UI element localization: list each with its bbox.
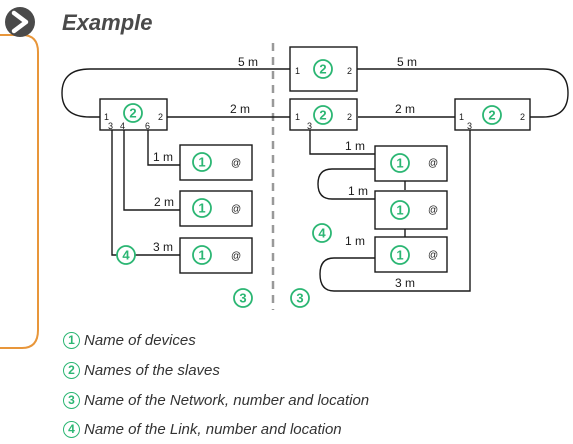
port-label: 3 <box>467 121 472 131</box>
port-label: 3 <box>108 121 113 131</box>
device-box-e[interactable] <box>374 190 448 230</box>
slave-number-badge: 2 <box>123 103 143 123</box>
cable-label-loop: 3 m <box>395 276 415 290</box>
port-label: 2 <box>347 112 352 122</box>
slave-number-badge-label: 2 <box>129 106 136 121</box>
legend-number-badge: 3 <box>63 391 80 409</box>
slave-number-badge: 2 <box>313 105 333 125</box>
legend-number-badge: 4 <box>63 420 80 438</box>
port-label: 6 <box>145 121 150 131</box>
cable-label-mid-left: 2 m <box>230 102 250 116</box>
link-number-badge: 4 <box>116 245 136 265</box>
device-number-badge: 1 <box>390 245 410 265</box>
branch-cable-h <box>319 130 471 292</box>
device-box-c[interactable] <box>179 237 253 274</box>
top-ring-cable <box>61 68 290 118</box>
slave-number-badge: 2 <box>313 59 333 79</box>
cable-label-f: 1 m <box>345 234 365 248</box>
device-number-badge-label: 1 <box>396 156 403 171</box>
link-number-badge: 4 <box>312 223 332 243</box>
top-ring-cable-right <box>357 68 569 118</box>
at-sign: @ <box>231 251 241 262</box>
link-number-badge-label: 4 <box>318 226 326 241</box>
at-sign: @ <box>428 158 438 169</box>
cable-label-d: 1 m <box>345 139 365 153</box>
device-number-badge-label: 1 <box>198 155 205 170</box>
port-label: 1 <box>295 112 300 122</box>
legend-item: 4 Name of the Link, number and location <box>63 418 342 440</box>
device-box-f[interactable] <box>374 236 448 273</box>
legend-item: 1 Name of devices <box>63 329 196 351</box>
network-number-badge-label: 3 <box>239 291 246 306</box>
port-label: 2 <box>347 66 352 76</box>
branch-cable-d <box>309 130 375 155</box>
port-label: 1 <box>295 66 300 76</box>
legend-text: Name of the Link, number and location <box>84 420 342 438</box>
cable-label-top-right: 5 m <box>397 55 417 69</box>
branch-cable-e <box>317 168 375 200</box>
at-sign: @ <box>428 205 438 216</box>
port-label: 1 <box>104 112 109 122</box>
device-number-badge: 1 <box>192 245 212 265</box>
legend-text: Name of the Network, number and location <box>84 391 370 409</box>
header-title: Example <box>62 10 153 35</box>
cable-label-c: 3 m <box>153 240 173 254</box>
branch-cable-b <box>123 130 180 211</box>
network-number-badge: 3 <box>233 288 253 308</box>
slave-number-badge: 2 <box>482 105 502 125</box>
device-number-badge: 1 <box>192 198 212 218</box>
cable-label-b: 2 m <box>154 195 174 209</box>
branch-cable-c <box>111 130 180 256</box>
port-label: 2 <box>158 112 163 122</box>
link-number-badge-label: 4 <box>122 248 130 263</box>
device-box-d[interactable] <box>374 145 448 182</box>
sidebar-bracket <box>0 34 39 349</box>
slave-number-badge-label: 2 <box>319 62 326 77</box>
device-number-badge: 1 <box>192 152 212 172</box>
slave-number-badge-label: 2 <box>319 108 326 123</box>
device-box-a[interactable] <box>179 144 253 181</box>
legend-number-badge: 1 <box>63 331 80 349</box>
legend-item: 3 Name of the Network, number and locati… <box>63 389 369 411</box>
device-number-badge-label: 1 <box>198 248 205 263</box>
network-number-badge-label: 3 <box>296 291 303 306</box>
legend-number-badge: 2 <box>63 361 80 379</box>
at-sign: @ <box>428 250 438 261</box>
legend-text: Name of devices <box>84 331 196 349</box>
at-sign: @ <box>231 158 241 169</box>
port-label: 3 <box>307 121 312 131</box>
legend-item: 2 Names of the slaves <box>63 359 220 381</box>
port-label: 4 <box>120 121 125 131</box>
port-label: 2 <box>520 112 525 122</box>
cable-label-e: 1 m <box>348 184 368 198</box>
port-label: 1 <box>459 112 464 122</box>
device-number-badge-label: 1 <box>198 201 205 216</box>
device-box-b[interactable] <box>179 190 253 227</box>
cable-label-top-left: 5 m <box>238 55 258 69</box>
network-number-badge: 3 <box>290 288 310 308</box>
device-number-badge: 1 <box>390 200 410 220</box>
device-number-badge-label: 1 <box>396 203 403 218</box>
device-number-badge: 1 <box>390 153 410 173</box>
device-number-badge-label: 1 <box>396 248 403 263</box>
slave-number-badge-label: 2 <box>488 108 495 123</box>
cable-label-a: 1 m <box>153 150 173 164</box>
legend-text: Names of the slaves <box>84 361 220 379</box>
chevron-right-circle-icon <box>5 7 35 37</box>
cable-label-mid-right: 2 m <box>395 102 415 116</box>
branch-cable-a <box>147 130 180 166</box>
at-sign: @ <box>231 204 241 215</box>
